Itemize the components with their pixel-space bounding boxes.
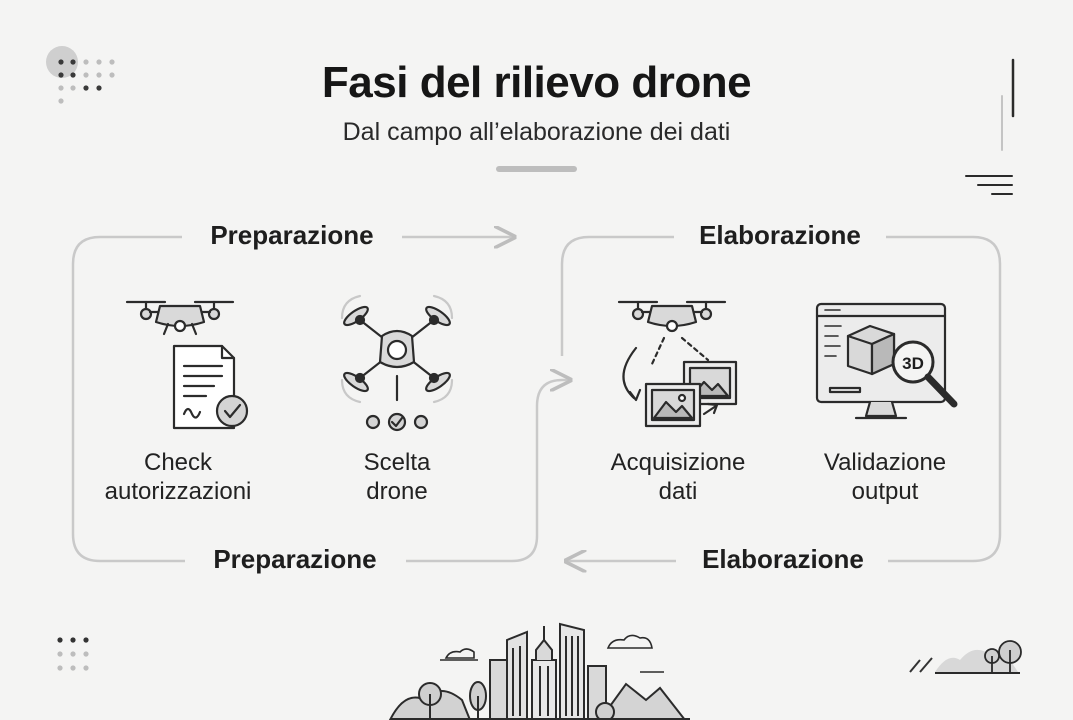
city-skyline-illustration bbox=[388, 622, 690, 720]
drone-photo-capture-icon bbox=[617, 300, 738, 428]
lines-decoration-top-right bbox=[965, 58, 1015, 195]
phase-label-preparazione-bottom: Preparazione bbox=[213, 544, 377, 574]
3d-badge-text: 3D bbox=[902, 354, 924, 373]
step-check-autorizzazioni: Check autorizzazioni bbox=[78, 448, 278, 506]
dots-decoration-bottom-left bbox=[57, 637, 89, 671]
step-label-line2: output bbox=[851, 478, 919, 505]
phase-label-elaborazione-bottom: Elaborazione bbox=[702, 544, 864, 574]
step-validazione-output: Validazione output bbox=[785, 448, 985, 506]
title-underline bbox=[496, 166, 577, 172]
phase-label-elaborazione-top: Elaborazione bbox=[699, 220, 861, 250]
left-loop-bottom-line bbox=[406, 380, 570, 563]
quadcopter-select-icon bbox=[340, 294, 454, 432]
drone-document-check-icon bbox=[125, 300, 249, 430]
step-label-line2: dati bbox=[658, 478, 698, 505]
step-label-line1: Scelta bbox=[363, 449, 431, 476]
page-subtitle: Dal campo all’elaborazione dei dati bbox=[342, 118, 731, 146]
step-label-line1: Acquisizione bbox=[610, 449, 746, 476]
step-label-line2: drone bbox=[366, 478, 428, 505]
monitor-3d-model-icon: 3D bbox=[815, 302, 958, 420]
phase-label-preparazione-top: Preparazione bbox=[210, 220, 374, 250]
step-label-line2: autorizzazioni bbox=[104, 478, 252, 505]
step-acquisizione-dati: Acquisizione dati bbox=[578, 448, 778, 506]
right-loop-right-line bbox=[886, 235, 1002, 563]
dots-decoration-top-left bbox=[46, 46, 115, 104]
trees-decoration-bottom-right bbox=[909, 640, 1022, 674]
step-scelta-drone: Scelta drone bbox=[297, 448, 497, 506]
left-loop-top-line bbox=[71, 235, 185, 563]
right-loop-top-line bbox=[560, 235, 674, 356]
step-label-line1: Validazione bbox=[823, 449, 947, 476]
page-title: Fasi del rilievo drone bbox=[321, 58, 752, 107]
step-label-line1: Check bbox=[143, 449, 213, 476]
